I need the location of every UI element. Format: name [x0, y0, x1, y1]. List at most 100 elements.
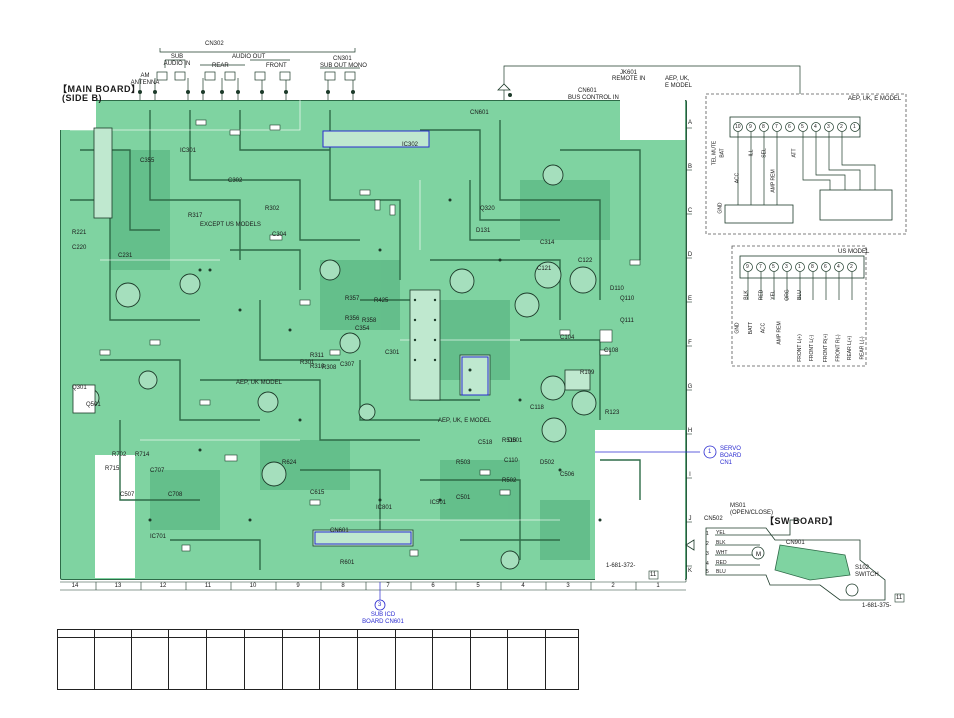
sub-icd-num: 3 — [378, 602, 382, 608]
sw-wire-num: 1 — [706, 531, 709, 537]
legend-table-col — [357, 630, 358, 689]
sw-wire-num: 4 — [706, 561, 709, 567]
us-signal: BLU — [796, 290, 803, 300]
sw-wire: BLU — [716, 569, 726, 575]
grid-col: 11 — [204, 583, 212, 589]
sw-pcb-id: 1-681-375- — [862, 603, 892, 609]
us-signal: RED — [758, 289, 765, 301]
us-signal: FRONT R(+) — [823, 333, 830, 363]
component-label: C354 — [355, 326, 370, 332]
aep-pin: 7 — [775, 124, 778, 130]
us-signal: FRONT L(+) — [796, 334, 803, 362]
component-label: IC701 — [150, 534, 167, 540]
cn302-label: CN302 — [205, 41, 224, 47]
component-label: IC301 — [180, 148, 197, 154]
sw-board-title: 【SW BOARD】 — [765, 516, 838, 526]
remote-in-label: REMOTE IN — [612, 76, 646, 82]
aep-pin: 1 — [853, 124, 856, 130]
aep-signal: TEL MUTE — [711, 140, 718, 166]
grid-col: 5 — [476, 583, 480, 589]
grid-col: 13 — [114, 583, 122, 589]
component-label: R714 — [135, 452, 150, 458]
component-label: IC501 — [430, 500, 447, 506]
component-label: CN601 — [470, 110, 489, 116]
component-label: Q301 — [72, 385, 87, 391]
component-label: R425 — [374, 298, 389, 304]
aep-pin: 8 — [762, 124, 765, 130]
grid-col: 8 — [341, 583, 345, 589]
component-label: C707 — [150, 468, 165, 474]
component-label: R503 — [456, 460, 471, 466]
servo-board-label: SERVO BOARD CN1 — [720, 446, 742, 466]
main-board-side: (SIDE B) — [62, 93, 102, 103]
cn502-label: CN502 — [704, 516, 723, 522]
component-label: C220 — [72, 245, 87, 251]
legend-table — [57, 629, 579, 690]
sw-wire: WHT — [716, 550, 728, 556]
us-pin: 4 — [837, 264, 840, 270]
sw-wire-num: 2 — [706, 541, 709, 547]
us-signal: BLK — [743, 290, 750, 300]
servo-num: 1 — [708, 449, 712, 455]
aep-uk-e-label: AEP, UK, E MODEL — [665, 76, 693, 89]
sw-wire: BLK — [716, 540, 726, 546]
grid-col: 14 — [71, 583, 79, 589]
component-label: IC302 — [402, 142, 419, 148]
aep-signal: SEL — [761, 148, 768, 158]
us-pin: 7 — [759, 264, 762, 270]
component-label: R601 — [340, 560, 355, 566]
us-signal: REAR L(-) — [859, 336, 866, 360]
legend-table-col — [319, 630, 320, 689]
component-label: R109 — [580, 370, 595, 376]
legend-table-col — [206, 630, 207, 689]
component-label: C506 — [560, 472, 575, 478]
us-pin: 5 — [772, 264, 775, 270]
us-signal: GND — [734, 322, 741, 334]
legend-table-col — [94, 630, 95, 689]
component-label: R702 — [112, 452, 127, 458]
component-label: C507 — [120, 492, 135, 498]
board-pcb-id: 1-681-372- — [606, 563, 636, 569]
aep-pin: 2 — [840, 124, 843, 130]
am-antenna-label: AM ANTENNA — [130, 73, 160, 86]
sw-wire-num: 3 — [706, 551, 709, 557]
component-label: C301 — [385, 350, 400, 356]
jk601-label: JK601 — [620, 70, 638, 76]
component-label: CN601 — [330, 528, 349, 534]
component-label: C518 — [478, 440, 493, 446]
component-label: D110 — [610, 286, 624, 292]
sw-wire: RED — [716, 560, 727, 566]
legend-table-col — [282, 630, 283, 689]
grid-col: 6 — [431, 583, 435, 589]
legend-table-col — [395, 630, 396, 689]
component-label: R510 — [502, 438, 517, 444]
component-label: R502 — [502, 478, 517, 484]
component-label: R624 — [282, 460, 297, 466]
grid-col: 2 — [611, 583, 615, 589]
aep-pin: 10 — [735, 124, 741, 130]
grid-row: K — [687, 568, 692, 574]
component-label: C110 — [504, 458, 518, 464]
grid-row: F — [688, 340, 692, 346]
us-signal: ACC — [760, 322, 767, 334]
grid-col: 1 — [656, 583, 660, 589]
us-pin: 2 — [850, 264, 853, 270]
us-pin: 9 — [746, 264, 749, 270]
legend-table-col — [507, 630, 508, 689]
aep-signal: AMP REM — [770, 169, 777, 193]
component-label: D501 — [508, 438, 523, 444]
component-label: C231 — [118, 253, 133, 259]
component-label: C314 — [540, 240, 555, 246]
grid-col: 12 — [159, 583, 167, 589]
component-label: R356 — [345, 316, 360, 322]
grid-col: 10 — [249, 583, 257, 589]
component-label: R310 — [310, 364, 325, 370]
legend-table-col — [131, 630, 132, 689]
bus-control-in-label: BUS CONTROL IN — [568, 95, 619, 101]
us-pin: 8 — [811, 264, 814, 270]
legend-table-header-rule — [58, 637, 578, 638]
legend-table-col — [168, 630, 169, 689]
grid-row: B — [687, 164, 692, 170]
component-label: IC801 — [376, 505, 393, 511]
